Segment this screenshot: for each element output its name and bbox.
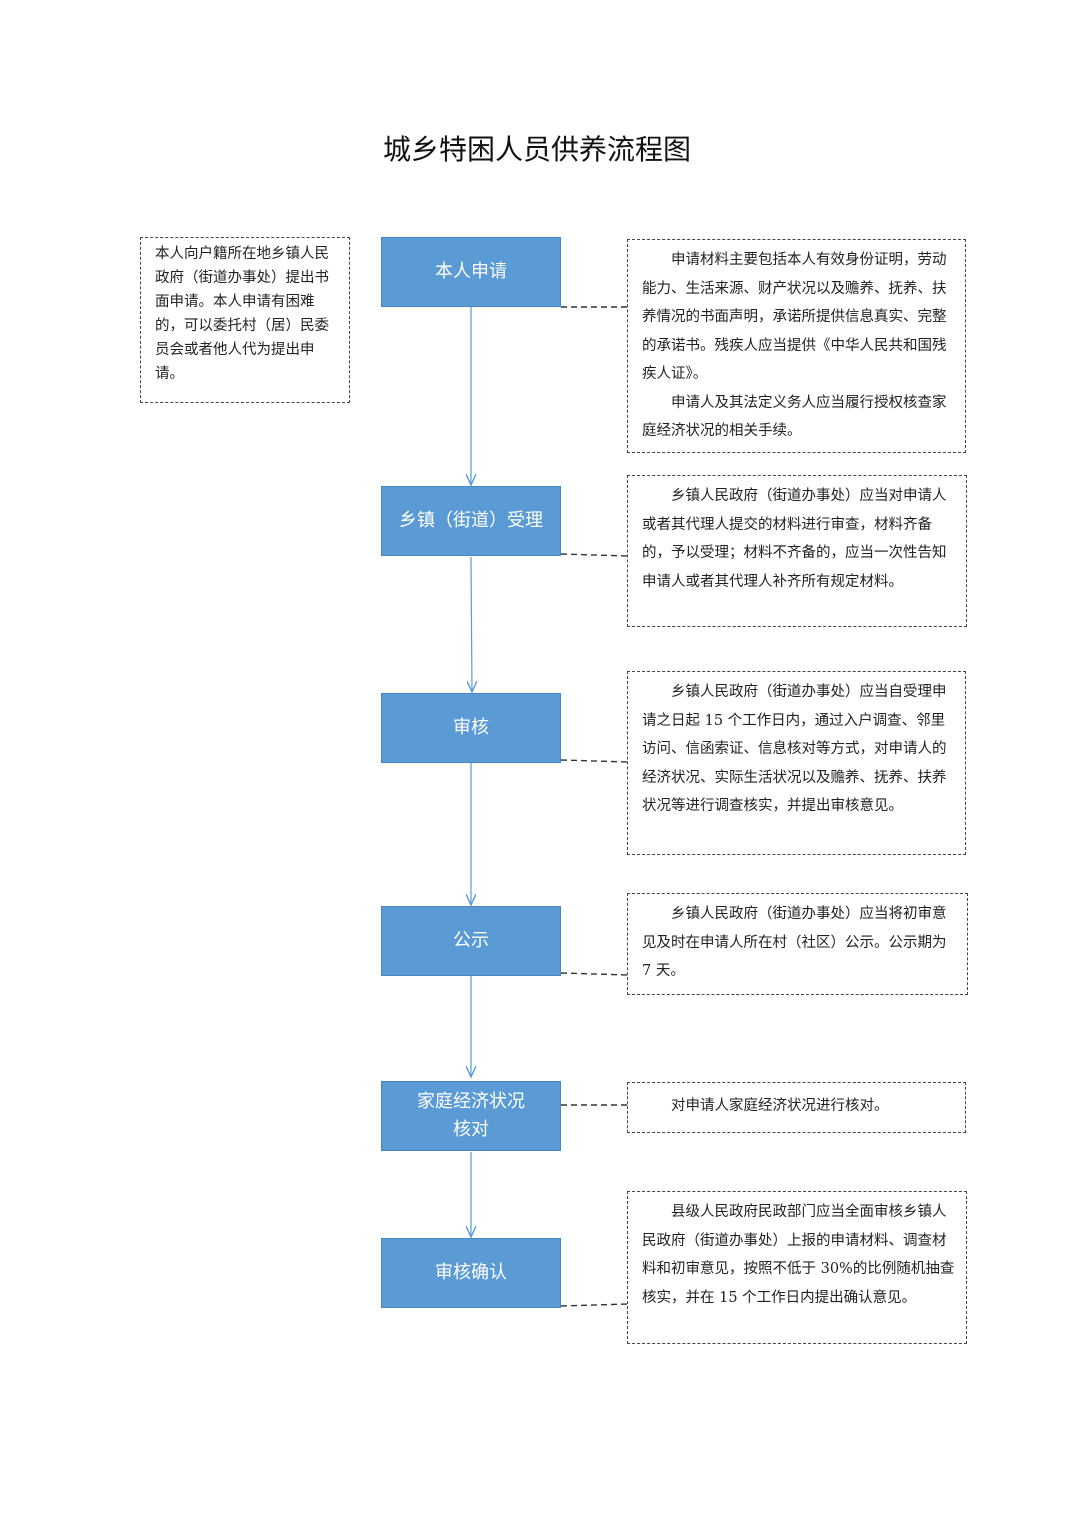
note-connector: [560, 553, 629, 557]
step-verify-finances: 家庭经济状况 核对: [381, 1081, 561, 1151]
note-paragraph: 乡镇人民政府（街道办事处）应当自受理申请之日起 15 个工作日内，通过入户调查、…: [642, 684, 947, 814]
note-connector: [560, 759, 629, 763]
left-note: 本人向户籍所在地乡镇人民政府（街道办事处）提出书面申请。本人申请有困难的，可以委…: [140, 237, 350, 403]
left-note-text: 本人向户籍所在地乡镇人民政府（街道办事处）提出书面申请。本人申请有困难的，可以委…: [155, 246, 329, 382]
note-paragraph: 乡镇人民政府（街道办事处）应当对申请人或者其代理人提交的材料进行审查，材料齐备的…: [642, 488, 947, 590]
note-confirm: 县级人民政府民政部门应当全面审核乡镇人民政府（街道办事处）上报的申请材料、调查材…: [627, 1191, 967, 1344]
step-publicize: 公示: [381, 906, 561, 976]
note-publicize: 乡镇人民政府（街道办事处）应当将初审意见及时在申请人所在村（社区）公示。公示期为…: [627, 893, 968, 995]
step-label: 本人申请: [435, 261, 507, 282]
step-label: 乡镇（街道）受理: [399, 510, 543, 531]
note-connector: [560, 1303, 629, 1307]
step-review: 审核: [381, 693, 561, 763]
flow-arrows: [471, 307, 472, 1237]
note-connectors: [560, 306, 629, 1307]
step-apply: 本人申请: [381, 237, 561, 307]
note-accept: 乡镇人民政府（街道办事处）应当对申请人或者其代理人提交的材料进行审查，材料齐备的…: [627, 475, 967, 627]
note-paragraph: 乡镇人民政府（街道办事处）应当将初审意见及时在申请人所在村（社区）公示。公示期为…: [642, 906, 947, 979]
note-review: 乡镇人民政府（街道办事处）应当自受理申请之日起 15 个工作日内，通过入户调查、…: [627, 671, 966, 855]
step-label: 审核: [453, 717, 489, 738]
note-paragraph: 对申请人家庭经济状况进行核对。: [671, 1098, 889, 1114]
step-label: 公示: [453, 930, 489, 951]
note-connector: [560, 972, 629, 976]
step-confirm: 审核确认: [381, 1238, 561, 1308]
step-accept: 乡镇（街道）受理: [381, 486, 561, 556]
note-verify-finances: 对申请人家庭经济状况进行核对。: [627, 1082, 966, 1133]
page-title: 城乡特困人员供养流程图: [382, 133, 691, 166]
flow-arrow: [471, 556, 472, 692]
note-paragraph: 申请人及其法定义务人应当履行授权核查家庭经济状况的相关手续。: [642, 394, 947, 440]
note-paragraph: 申请材料主要包括本人有效身份证明，劳动能力、生活来源、财产状况以及赡养、抚养、扶…: [642, 252, 947, 382]
step-label: 家庭经济状况 核对: [417, 1091, 525, 1140]
note-paragraph: 县级人民政府民政部门应当全面审核乡镇人民政府（街道办事处）上报的申请材料、调查材…: [642, 1204, 955, 1306]
step-label: 审核确认: [435, 1262, 507, 1283]
note-apply: 申请材料主要包括本人有效身份证明，劳动能力、生活来源、财产状况以及赡养、抚养、扶…: [627, 239, 966, 453]
